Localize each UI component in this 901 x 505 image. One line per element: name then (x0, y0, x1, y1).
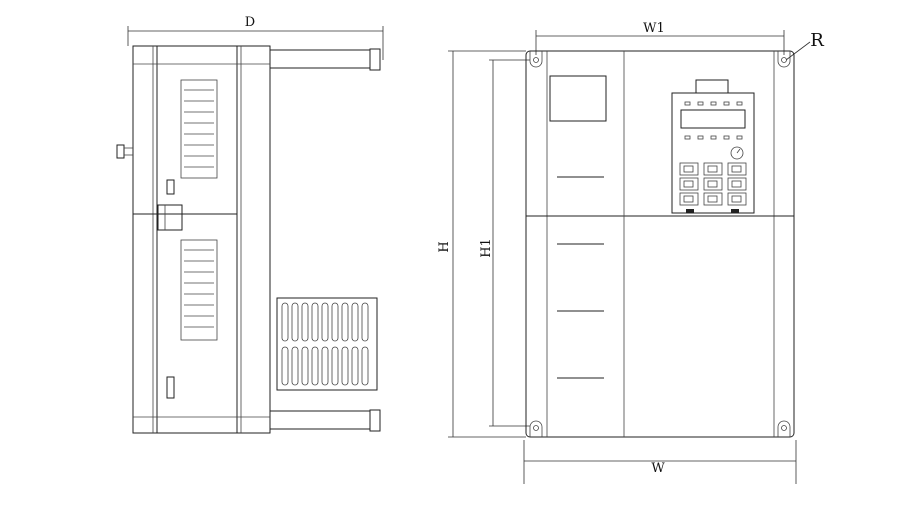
label-d: D (245, 15, 255, 30)
side-slot-upper (166, 179, 175, 195)
front-view: W1 R H H1 W (437, 21, 824, 484)
label-w1: W1 (643, 21, 665, 36)
keypad (671, 79, 755, 214)
mount-hole-tr (777, 51, 791, 68)
heatsink-fins (276, 297, 378, 391)
knob-icon (730, 146, 744, 160)
side-latch (157, 204, 183, 231)
mount-hole-tl (529, 51, 543, 68)
heatsink-rail-bottom (269, 410, 371, 430)
side-connector (116, 144, 125, 159)
side-view: D (116, 15, 384, 434)
label-w: W (651, 461, 665, 476)
label-h: H (437, 241, 452, 252)
label-h1: H1 (479, 238, 494, 258)
front-body (525, 50, 795, 438)
keypad-tab (695, 79, 729, 94)
label-window (549, 75, 607, 122)
vent-grille-upper (180, 79, 218, 179)
vent-grille-lower (180, 239, 218, 341)
mount-hole-bl (529, 420, 543, 437)
side-slot-lower (166, 376, 175, 399)
heatsink-rail-top (269, 49, 371, 69)
side-body-mid (236, 45, 271, 434)
side-body-front (132, 45, 238, 434)
rail-cap-top (369, 48, 381, 71)
label-r: R (810, 30, 824, 51)
keypad-panel (671, 92, 755, 214)
rail-cap-bottom (369, 409, 381, 432)
keypad-buttons (679, 162, 747, 206)
keypad-display (680, 109, 746, 129)
mount-hole-br (777, 420, 791, 437)
